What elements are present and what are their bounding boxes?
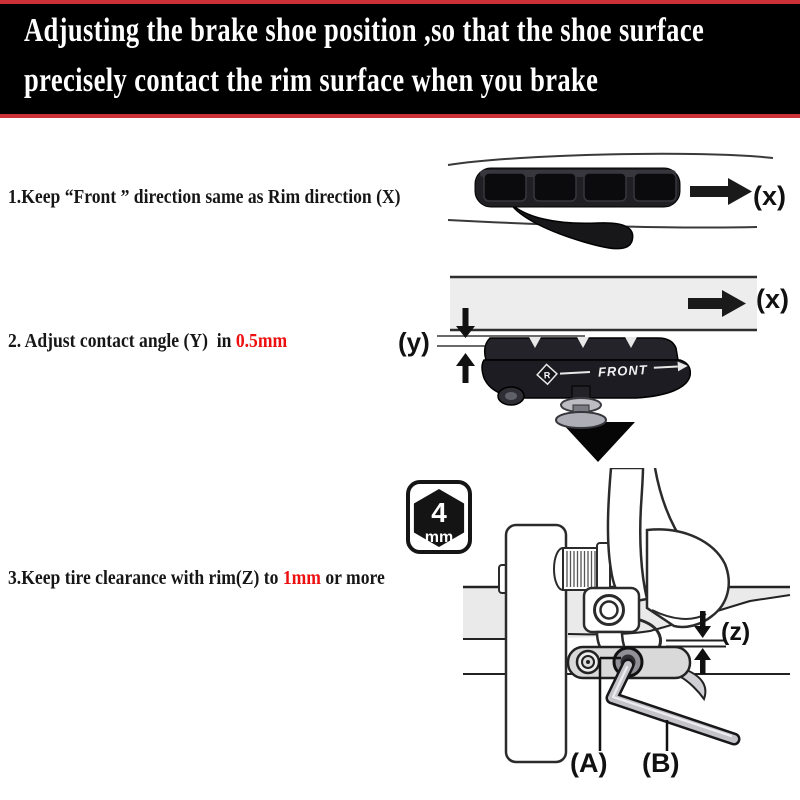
- direction-arrow: [690, 178, 752, 205]
- clearance-label-z: (z): [721, 618, 751, 646]
- header-banner: Adjusting the brake shoe position ,so th…: [0, 0, 800, 118]
- step-3-text-highlight: 1mm: [282, 567, 321, 589]
- set-direction-triangle: [561, 422, 635, 462]
- header-title-line1: Adjusting the brake shoe position ,so th…: [24, 12, 705, 49]
- step-2-text: 2. Adjust contact angle (Y) in 0.5mm: [8, 330, 287, 353]
- frame-tube: [498, 523, 568, 764]
- part-label-b: (B): [642, 748, 680, 778]
- hex-nut-shape: [413, 489, 465, 547]
- barrel-adjuster: [553, 542, 611, 597]
- step-2-text-highlight: 0.5mm: [235, 330, 288, 352]
- step-1-text-main: 1.Keep “Front ” direction same as Rim di…: [8, 186, 401, 208]
- header-title-line2: precisely contact the rim surface when y…: [24, 62, 599, 99]
- brake-shoe-side-view: R FRONT: [481, 337, 692, 406]
- brand-logo-diamond: [536, 363, 558, 386]
- illustration-tire-clearance: 4 mm (z) (A) (B): [400, 468, 800, 800]
- clearance-measure-z: [666, 611, 726, 674]
- step-3-text: 3.Keep tire clearance with rim(Z) to 1mm…: [8, 567, 385, 590]
- illustration-contact-angle: R FRONT (x) (y): [398, 272, 800, 467]
- brake-shoe-top-view: [474, 167, 681, 250]
- shoe-rim-drawing: [447, 152, 774, 250]
- contact-angle-label-y: (y): [398, 327, 430, 357]
- tool-size-unit: mm: [425, 529, 453, 546]
- step-3-text-main: 3.Keep tire clearance with rim(Z) to: [8, 567, 283, 589]
- caliper-drawing: 4 mm: [406, 468, 791, 764]
- fixing-post: [555, 385, 607, 429]
- rim-direction-label-x: (x): [756, 284, 789, 314]
- part-label-a: (A): [570, 748, 608, 778]
- front-marking: R FRONT: [536, 361, 688, 386]
- step-3-text-suffix: or more: [320, 567, 385, 589]
- step-2-text-main: 2. Adjust contact angle (Y) in: [8, 330, 236, 352]
- leader-lines: [598, 656, 669, 751]
- step-1-text: 1.Keep “Front ” direction same as Rim di…: [8, 186, 401, 209]
- brake-pad: [566, 645, 707, 702]
- rim-direction-label-x: (x): [753, 181, 786, 211]
- tool-size-value: 4: [431, 497, 447, 528]
- hex-key-size-icon: 4 mm: [406, 480, 472, 554]
- front-text: FRONT: [598, 362, 649, 380]
- brand-logo-letter: R: [544, 370, 552, 380]
- direction-arrow: [688, 290, 746, 317]
- allen-key: [605, 658, 741, 746]
- contact-angle-drawing: R FRONT: [437, 275, 757, 462]
- illustration-shoe-rim-direction: (x): [440, 145, 800, 270]
